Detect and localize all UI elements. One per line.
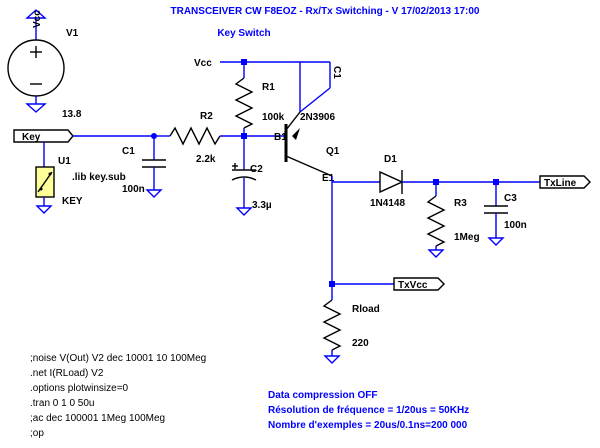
schematic-title: TRANSCEIVER CW F8EOZ - Rx/Tx Switching -… [171,6,480,17]
directive-line: ;noise V(Out) V2 dec 10001 10 100Meg [30,353,206,364]
directive-line: ;op [30,428,44,439]
v1-value-label: 13.8 [62,109,82,120]
directive-line: ;ac dec 100001 1Meg 100Meg [30,413,165,424]
note-line: Résolution de fréquence = 1/20us = 50KHz [268,405,469,416]
key-net-label: Key [22,132,41,143]
txline-net-flag [539,175,591,189]
d1-ref-label: D1 [384,154,397,165]
directive-line: .tran 0 1 0 50u [30,398,95,409]
r1-ref-label: R1 [262,82,275,93]
vcc-net-label: Vcc [194,58,212,69]
r3-value-label: 1Meg [454,232,480,243]
txvcc-net-flag [393,277,445,291]
v1-ref-label: V1 [66,28,79,39]
note-line: Nombre d'exemples = 20us/0.1ns=200 000 [268,420,468,431]
capacitor-c3 [484,205,508,214]
r3-ref-label: R3 [454,198,467,209]
txline-net-label: TxLine [544,178,577,189]
q1-model-label: 2N3906 [300,112,335,123]
directive-line: .options plotwinsize=0 [30,383,129,394]
c2-value-label: 3.3µ [252,200,272,211]
transistor-q1 [284,111,333,177]
c3-ref-label: C3 [504,193,517,204]
v1-type-label: Vcc [32,10,43,28]
q1-emitter-label: E1 [322,173,335,184]
voltage-source-v1 [7,9,65,113]
capacitor-c2 [231,163,257,181]
r2-ref-label: R2 [200,111,213,122]
rload-ref-label: Rload [352,304,380,315]
r2-value-label: 2.2k [196,154,216,165]
schematic-subtitle: Key Switch [217,28,270,39]
u1-key-switch [35,166,55,198]
resistor-r2 [169,126,221,146]
resistor-r3 [426,195,446,247]
q1-collector-label: C1 [331,66,342,79]
u1-key-label: KEY [62,196,83,207]
directive-line: .net I(RLoad) V2 [30,368,104,379]
c3-value-label: 100n [504,220,527,231]
simulation-notes: Data compression OFF Résolution de fréqu… [268,390,469,431]
u1-lib-label: .lib key.sub [72,172,126,183]
u1-ref-label: U1 [58,156,71,167]
r1-value-label: 100k [262,112,285,123]
spice-directives: ;noise V(Out) V2 dec 10001 10 100Meg .ne… [30,353,206,439]
note-line: Data compression OFF [268,390,377,401]
c1-value-label: 100n [122,184,145,195]
d1-model-label: 1N4148 [370,198,405,209]
diode-d1 [379,170,404,194]
c2-ref-label: C2 [250,164,263,175]
resistor-rload [322,299,342,351]
rload-value-label: 220 [352,338,369,349]
txvcc-net-label: TxVcc [398,280,428,291]
capacitor-c1 [142,159,166,168]
c1-ref-label: C1 [122,146,135,157]
resistor-r1 [234,77,254,129]
q1-ref-label: Q1 [326,146,340,157]
key-net-flag [13,129,74,143]
q1-base-label: B1 [274,132,287,143]
